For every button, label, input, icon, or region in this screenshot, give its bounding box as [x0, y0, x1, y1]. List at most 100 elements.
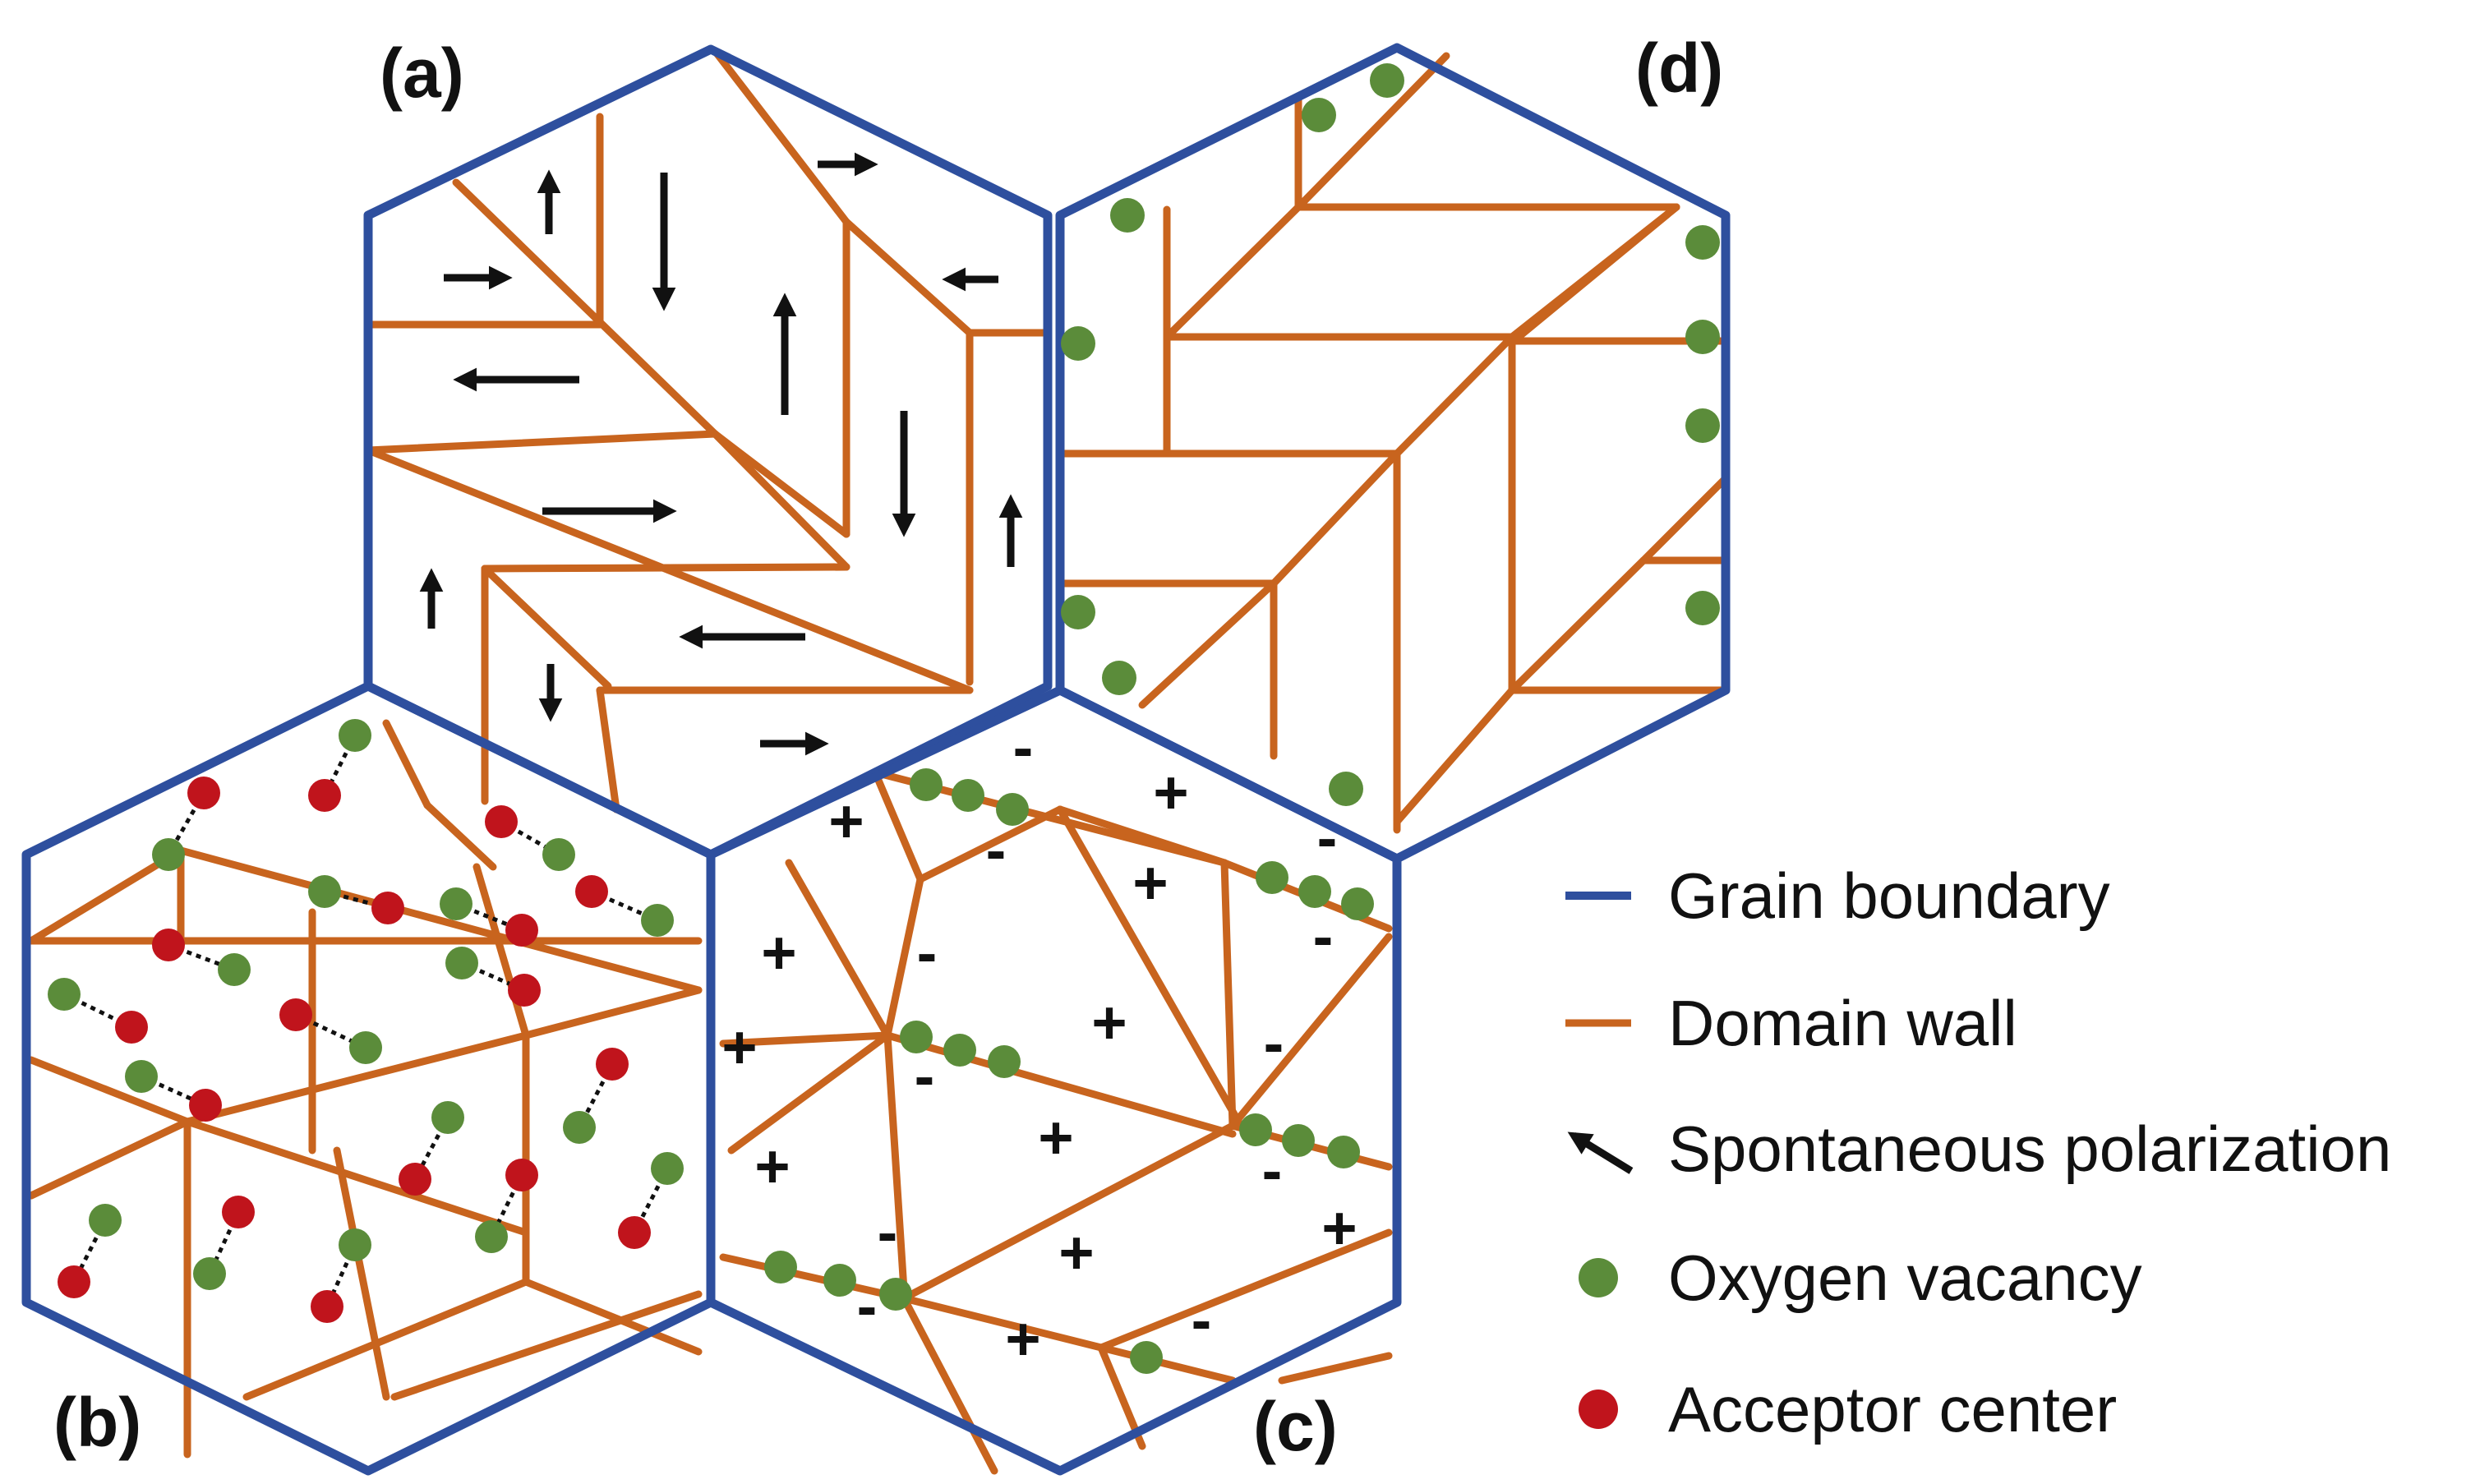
acceptor-center [311, 1290, 343, 1323]
acceptor-center [279, 998, 312, 1031]
polarization-arrows [419, 152, 1023, 756]
oxygen-vacancy [89, 1204, 122, 1237]
grain-boundaries [21, 43, 1731, 1476]
oxygen-vacancy [339, 1228, 371, 1261]
minus-charge: - [1262, 1136, 1283, 1205]
minus-charge: - [1313, 902, 1334, 970]
legend-spontaneous-polarization: Spontaneous polarization [1668, 1113, 2391, 1185]
minus-charge: - [1264, 1009, 1284, 1077]
acceptor-center-legend-swatch [1579, 1390, 1618, 1429]
oxygen-vacancy [900, 1021, 933, 1053]
grain-c-oxygen-vacancies [764, 768, 1374, 1374]
plus-charge: + [1132, 849, 1168, 917]
plus-charge: + [1321, 1194, 1357, 1262]
oxygen-vacancy [1256, 861, 1288, 894]
oxygen-vacancy [1282, 1124, 1315, 1157]
acceptor-center [575, 875, 608, 908]
oxygen-vacancy [349, 1031, 382, 1064]
oxygen-vacancy [125, 1060, 158, 1093]
oxygen-vacancy [563, 1111, 596, 1144]
panel-label-a: (a) [380, 35, 464, 112]
panel-label-c: (c) [1253, 1388, 1338, 1465]
minus-charge: - [1317, 804, 1338, 872]
plus-charge: + [754, 1132, 790, 1201]
acceptor-center [222, 1196, 255, 1228]
oxygen-vacancy [910, 768, 943, 801]
oxygen-vacancy [1370, 63, 1404, 98]
oxygen-vacancy [308, 875, 341, 908]
grain-c-boundary [706, 685, 1402, 1476]
oxygen-vacancy [952, 779, 984, 812]
oxygen-vacancy [1341, 887, 1374, 920]
oxygen-vacancy [1061, 326, 1095, 361]
plus-charge: + [1153, 758, 1188, 827]
minus-charge: - [986, 816, 1007, 884]
acceptor-center [505, 914, 538, 947]
polarization-legend-arrow [1567, 1131, 1634, 1174]
oxygen-vacancy [943, 1034, 976, 1067]
grain-c-bound-charges: + - + - + - - + - + + - - + + - + - + - … [721, 713, 1357, 1373]
grain-a-domain-walls [364, 47, 1048, 813]
legend-oxygen-vacancy: Oxygen vacancy [1668, 1242, 2142, 1314]
grain-d-oxygen-vacancies [1061, 63, 1720, 806]
plus-charge: + [1038, 1104, 1073, 1172]
oxygen-vacancy [988, 1045, 1021, 1078]
acceptor-center [505, 1159, 538, 1191]
minus-charge: - [917, 919, 938, 987]
oxygen-vacancy [1329, 772, 1363, 806]
minus-charge: - [915, 1042, 935, 1110]
acceptor-center [371, 892, 404, 924]
legend-domain-wall: Domain wall [1668, 987, 2017, 1059]
oxygen-vacancy [1685, 591, 1720, 625]
acceptor-center [189, 1089, 222, 1122]
plus-charge: + [1005, 1305, 1040, 1373]
oxygen-vacancy [823, 1264, 856, 1297]
oxygen-vacancy [1685, 320, 1720, 354]
oxygen-vacancy [1685, 408, 1720, 443]
oxygen-vacancy [445, 947, 478, 979]
acceptor-center [152, 929, 185, 961]
oxygen-vacancy [641, 904, 674, 937]
oxygen-vacancy-legend-swatch [1579, 1258, 1618, 1297]
plus-charge: + [721, 1013, 757, 1081]
minus-charge: - [1013, 713, 1034, 781]
legend-grain-boundary: Grain boundary [1668, 860, 2110, 932]
oxygen-vacancy [440, 887, 472, 920]
acceptor-center [58, 1265, 90, 1298]
oxygen-vacancy [431, 1101, 464, 1134]
grain-b-domain-walls [27, 719, 703, 1459]
oxygen-vacancy [879, 1278, 912, 1311]
oxygen-vacancy [1302, 98, 1336, 132]
plus-charge: + [1091, 989, 1127, 1057]
plus-charge: + [761, 919, 796, 987]
plus-charge: + [828, 787, 864, 855]
oxygen-vacancy [1102, 661, 1136, 695]
acceptor-center [115, 1011, 148, 1044]
legend-acceptor-center: Acceptor center [1668, 1373, 2117, 1445]
acceptor-center [399, 1163, 431, 1196]
acceptor-center [618, 1216, 651, 1249]
oxygen-vacancy [764, 1251, 797, 1284]
acceptor-center [308, 779, 341, 812]
minus-charge: - [878, 1198, 898, 1266]
oxygen-vacancy [475, 1220, 508, 1253]
oxygen-vacancy [218, 953, 251, 986]
acceptor-center [187, 777, 220, 809]
oxygen-vacancy [1298, 875, 1331, 908]
oxygen-vacancy [1685, 225, 1720, 260]
acceptor-center [508, 974, 541, 1007]
oxygen-vacancy [193, 1257, 226, 1290]
acceptor-center [485, 805, 518, 838]
oxygen-vacancy [1327, 1136, 1360, 1168]
minus-charge: - [1192, 1286, 1212, 1354]
oxygen-vacancy [339, 719, 371, 752]
oxygen-vacancy [1061, 595, 1095, 629]
oxygen-vacancy [996, 793, 1029, 826]
oxygen-vacancy [48, 978, 81, 1011]
oxygen-vacancy [542, 838, 575, 871]
oxygen-vacancy [651, 1152, 684, 1185]
grain-d-domain-walls [1056, 52, 1730, 834]
oxygen-vacancy [152, 838, 185, 871]
panel-label-d: (d) [1635, 30, 1723, 107]
